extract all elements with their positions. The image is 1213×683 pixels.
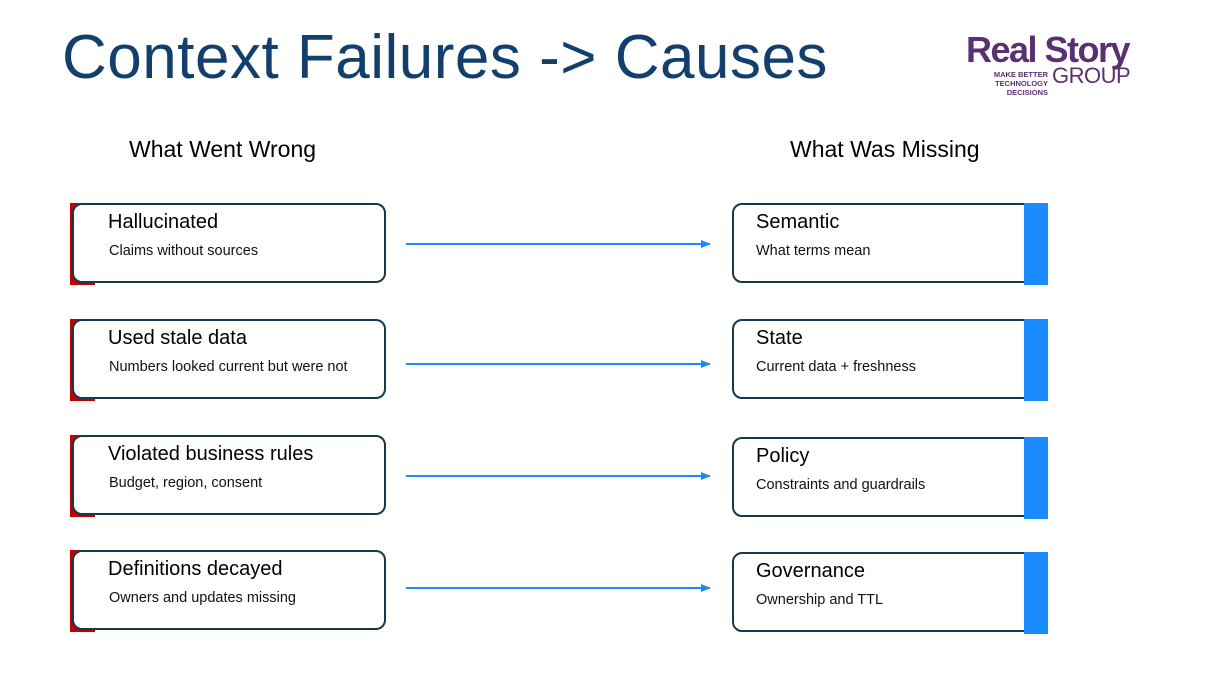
cause-title: Governance [756,560,865,582]
failure-card-hallucinated: Hallucinated Claims without sources [72,203,386,283]
real-story-group-logo: Real Story MAKE BETTER TECHNOLOGY DECISI… [966,29,1166,98]
cause-accent-bar [1024,203,1048,285]
cause-title: State [756,327,803,349]
cause-accent-bar [1024,319,1048,401]
failure-title: Hallucinated [108,211,219,233]
cause-title: Semantic [756,211,840,233]
page-title: Context Failures -> Causes [62,23,828,92]
failure-subtitle: Budget, region, consent [109,475,263,491]
cause-accent-bar [1024,552,1048,634]
cause-card-state: State Current data + freshness [732,319,1046,399]
cause-accent-bar [1024,437,1048,519]
cause-title: Policy [756,445,810,467]
failure-subtitle: Owners and updates missing [109,590,296,606]
logo-tagline-line-1: MAKE BETTER [993,70,1048,79]
logo-tagline-line-2: TECHNOLOGY DECISIONS [995,79,1048,97]
failure-title: Used stale data [108,327,247,349]
cause-subtitle: Current data + freshness [756,359,916,375]
cause-subtitle: What terms mean [756,243,871,259]
cause-card-governance: Governance Ownership and TTL [732,552,1046,632]
failure-subtitle: Numbers looked current but were not [109,359,348,375]
failure-title: Violated business rules [108,443,314,465]
failure-card-business-rules: Violated business rules Budget, region, … [72,435,386,515]
right-column-header: What Was Missing [790,136,980,162]
cause-card-semantic: Semantic What terms mean [732,203,1046,283]
failure-subtitle: Claims without sources [109,243,259,259]
logo-wordmark: Real Story [966,29,1131,70]
logo-group-text: GROUP [1052,63,1131,88]
failure-card-stale-data: Used stale data Numbers looked current b… [72,319,386,399]
cause-subtitle: Ownership and TTL [756,592,884,608]
left-column-header: What Went Wrong [129,136,317,162]
cause-subtitle: Constraints and guardrails [756,477,926,493]
failure-title: Definitions decayed [108,558,283,580]
failure-card-definitions: Definitions decayed Owners and updates m… [72,550,386,630]
logo-tagline: MAKE BETTER TECHNOLOGY DECISIONS [968,70,1048,97]
